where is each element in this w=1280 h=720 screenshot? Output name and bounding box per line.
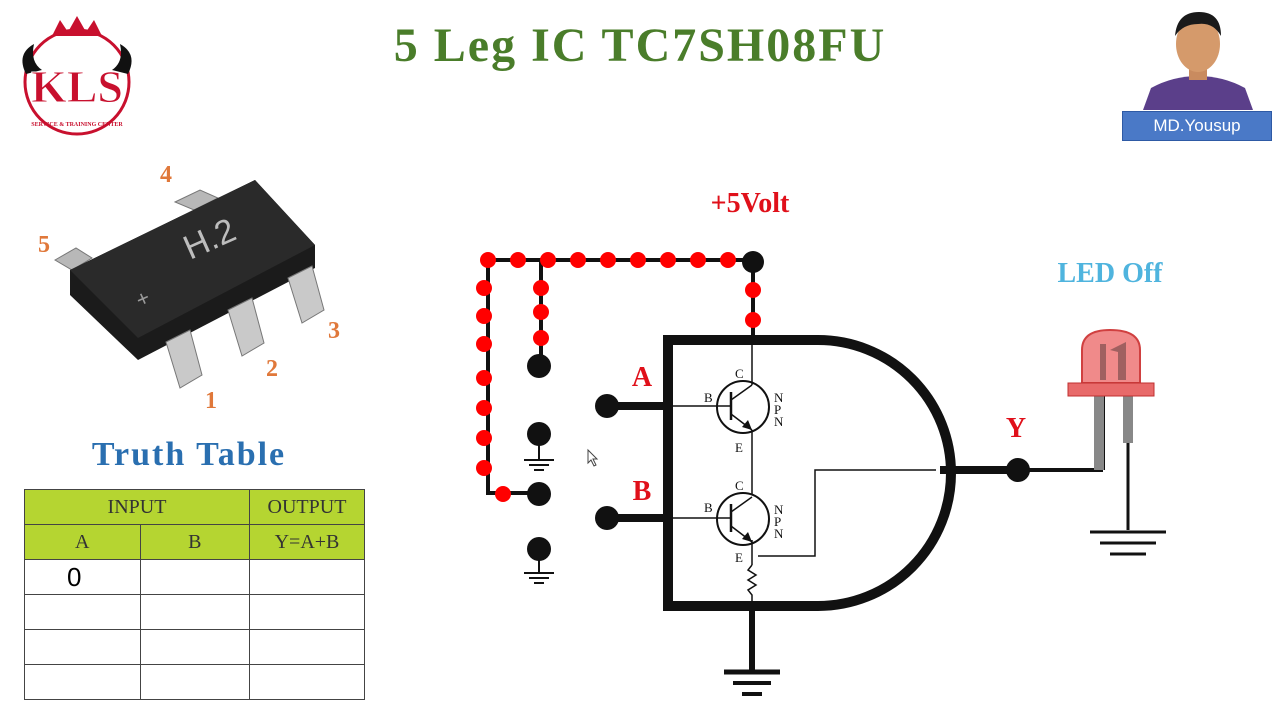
cell-y (249, 594, 365, 630)
table-row: 0 (24, 559, 365, 595)
input-a-label: A (632, 362, 653, 393)
pin-label-1: 1 (205, 388, 217, 414)
cell-a: 0 (24, 559, 141, 595)
col-y-header: Y=A+B (249, 524, 365, 560)
truth-table-title: Truth Table (91, 436, 287, 473)
cell-a (24, 594, 141, 630)
transistor2-c: C (735, 478, 744, 493)
cell-y (249, 629, 365, 665)
npn2-p: P (774, 514, 781, 529)
npn1-n2: N (774, 414, 784, 429)
kls-logo: KLS SERVICE & TRAINING CENTER (22, 16, 132, 136)
transistor2-e: E (735, 550, 743, 565)
pin-label-4: 4 (160, 162, 172, 188)
logo-subtitle: SERVICE & TRAINING CENTER (31, 122, 123, 128)
col-b-header: B (139, 524, 250, 560)
ic-chip-illustration: H.2 + (54, 180, 325, 389)
transistor1-c: C (735, 366, 744, 381)
transistor1-b: B (704, 390, 713, 405)
pin-label-3: 3 (328, 318, 340, 344)
col-a-header: A (24, 524, 141, 560)
cell-b (139, 629, 250, 665)
transistor2-b: B (704, 500, 713, 515)
author-name-badge: MD.Yousup (1122, 111, 1272, 141)
truth-table: INPUT OUTPUT A B Y=A+B 0 (24, 489, 365, 700)
page-title: 5 Leg IC TC7SH08FU (393, 19, 887, 72)
led-status-label: LED Off (1057, 258, 1163, 289)
output-y-label: Y (1006, 413, 1026, 444)
table-row (24, 664, 365, 700)
table-row (24, 629, 365, 665)
cell-a (24, 629, 141, 665)
supply-voltage-label: +5Volt (711, 188, 790, 219)
cell-b (139, 664, 250, 700)
cell-a (24, 664, 141, 700)
led-icon (1067, 328, 1155, 470)
pin-label-5: 5 (38, 232, 50, 258)
input-b-label: B (633, 476, 652, 507)
npn2-n2: N (774, 526, 784, 541)
table-row (24, 594, 365, 630)
output-header: OUTPUT (249, 489, 365, 525)
npn1-n: N (774, 390, 784, 405)
input-header: INPUT (24, 489, 250, 525)
mouse-cursor-icon (587, 448, 599, 467)
npn2-n: N (774, 502, 784, 517)
cell-y (249, 664, 365, 700)
cell-b (139, 559, 250, 595)
transistor1-e: E (735, 440, 743, 455)
npn1-p: P (774, 402, 781, 417)
author-avatar (1143, 6, 1253, 110)
pin-label-2: 2 (266, 356, 278, 382)
logo-text: KLS (31, 61, 123, 112)
